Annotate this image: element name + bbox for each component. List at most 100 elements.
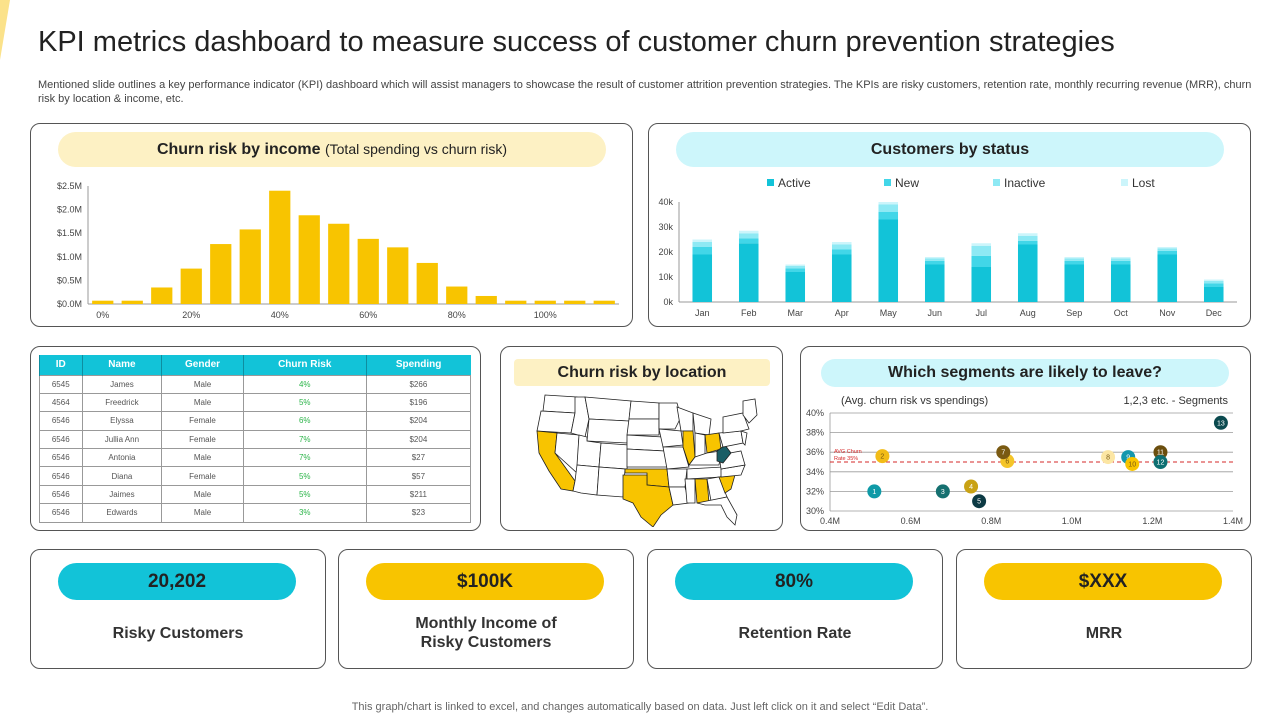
status-bar-segment bbox=[1110, 257, 1131, 259]
kpi-card-monthly-income: $100K Monthly Income of Risky Customers bbox=[338, 549, 634, 669]
status-bar-segment bbox=[1064, 264, 1085, 302]
table-cell: Female bbox=[161, 411, 244, 431]
table-cell: Jullia Ann bbox=[81, 429, 163, 450]
status-bar-segment bbox=[971, 267, 992, 302]
table-header-cell: ID bbox=[39, 355, 83, 375]
income-y-tick: $0.5M bbox=[57, 275, 82, 285]
segment-point-label: 10 bbox=[1128, 461, 1136, 468]
kpi-value-retention-rate: 80% bbox=[675, 563, 913, 600]
segment-point bbox=[935, 484, 950, 499]
map-state-texas bbox=[622, 474, 674, 527]
map-state-indiana bbox=[694, 432, 706, 458]
table-header-cell: Gender bbox=[161, 355, 244, 375]
segment-point bbox=[867, 484, 882, 499]
status-y-tick: 10k bbox=[658, 272, 673, 282]
status-bar-segment bbox=[831, 244, 852, 250]
table-cell: 4% bbox=[242, 374, 367, 394]
status-bar-segment bbox=[738, 230, 759, 234]
kpi-card-retention-rate: 80% Retention Rate bbox=[647, 549, 943, 669]
churn-by-income-title: Churn risk by income bbox=[156, 141, 321, 158]
status-bar-segment bbox=[785, 264, 806, 266]
table-cell: Elyssa bbox=[81, 411, 163, 431]
income-bar bbox=[92, 300, 114, 304]
table-cell: 6546 bbox=[39, 466, 83, 486]
table-cell: 4564 bbox=[39, 392, 83, 413]
table-cell: $27 bbox=[365, 448, 472, 468]
segment-point bbox=[972, 494, 987, 509]
status-bar-segment bbox=[878, 202, 899, 205]
income-bar bbox=[269, 190, 291, 304]
table-cell: 6546 bbox=[39, 448, 83, 468]
status-bar-segment bbox=[1064, 260, 1085, 265]
kpi-label-retention-rate: Retention Rate bbox=[738, 625, 852, 642]
status-bar-segment bbox=[924, 260, 945, 265]
map-state-wisconsin bbox=[676, 406, 694, 432]
status-bar-segment bbox=[1017, 233, 1038, 236]
table-cell: 6% bbox=[242, 411, 367, 431]
table-cell: 5% bbox=[242, 484, 367, 505]
status-legend-swatch bbox=[993, 179, 1000, 186]
kpi-label-monthly-income-line2: Risky Customers bbox=[420, 634, 552, 651]
segment-point-label: 7 bbox=[1001, 450, 1005, 457]
status-bar-segment bbox=[1110, 260, 1131, 265]
income-bar bbox=[593, 300, 615, 304]
income-bar bbox=[151, 287, 173, 304]
table-cell: James bbox=[81, 374, 163, 394]
scatter-x-tick: 1.0M bbox=[1062, 516, 1082, 526]
status-legend-swatch bbox=[767, 179, 774, 186]
table-cell: Edwards bbox=[81, 503, 163, 523]
status-bar-segment bbox=[924, 258, 945, 261]
status-x-tick: Aug bbox=[1020, 308, 1036, 318]
status-bar-segment bbox=[692, 247, 713, 255]
table-cell: $204 bbox=[365, 429, 472, 450]
segment-point-label: 3 bbox=[941, 489, 945, 496]
status-bar-segment bbox=[1157, 247, 1178, 249]
table-cell: 5% bbox=[242, 466, 367, 486]
map-state-new-york bbox=[722, 412, 750, 434]
map-state-kentucky bbox=[688, 450, 722, 466]
map-state-pennsylvania bbox=[718, 430, 744, 448]
table-cell: 6545 bbox=[39, 374, 83, 394]
table-cell: $211 bbox=[365, 484, 472, 505]
page-description: Mentioned slide outlines a key performan… bbox=[38, 79, 1252, 105]
status-bar-segment bbox=[738, 238, 759, 244]
segment-point bbox=[964, 479, 979, 494]
segment-point-label: 13 bbox=[1217, 420, 1225, 427]
status-y-tick: 30k bbox=[658, 222, 673, 232]
segment-point-label: 5 bbox=[977, 499, 981, 506]
income-bar bbox=[475, 295, 497, 304]
status-legend-swatch bbox=[884, 179, 891, 186]
status-legend-label: Active bbox=[778, 176, 811, 190]
table-cell: $266 bbox=[365, 374, 472, 394]
status-bar-segment bbox=[1017, 235, 1038, 241]
status-bar-segment bbox=[878, 204, 899, 212]
status-bar-segment bbox=[1064, 258, 1085, 261]
status-bar-segment bbox=[831, 249, 852, 255]
segments-header: Which segments are likely to leave? bbox=[821, 359, 1229, 387]
segment-point bbox=[1153, 455, 1168, 469]
status-x-tick: Sep bbox=[1066, 308, 1082, 318]
status-legend-label: Inactive bbox=[1004, 176, 1046, 190]
status-bar-segment bbox=[878, 219, 899, 302]
income-y-tick: $2.5M bbox=[57, 181, 82, 191]
churn-by-location-header: Churn risk by location bbox=[514, 359, 770, 386]
income-y-tick: $0.0M bbox=[57, 299, 82, 309]
table-cell: 6546 bbox=[39, 484, 83, 505]
status-bar-segment bbox=[1064, 257, 1085, 259]
avg-churn-label: Rate 35% bbox=[834, 456, 858, 462]
map-state-montana bbox=[584, 396, 632, 422]
table-cell: 7% bbox=[242, 429, 367, 450]
map-state-colorado bbox=[598, 442, 630, 470]
table-cell: Male bbox=[161, 503, 244, 523]
income-y-tick: $1.0M bbox=[57, 252, 82, 262]
status-y-tick: 0k bbox=[663, 297, 673, 307]
status-bar-segment bbox=[924, 257, 945, 259]
table-cell: 6546 bbox=[39, 503, 83, 523]
